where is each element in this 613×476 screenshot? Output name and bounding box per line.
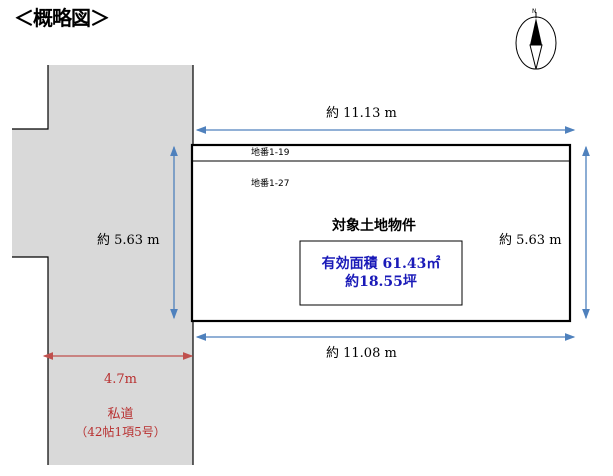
road-name: 私道 [107, 407, 134, 422]
top-width-label: 約 11.13 m [326, 106, 397, 121]
area-box [299, 240, 463, 306]
road-designation: （42帖1項5号） [75, 425, 166, 439]
private-road [12, 65, 194, 465]
lot-number-1-19: 地番1-19 [251, 148, 290, 158]
compass-north-label: N [532, 8, 537, 15]
area-tsubo: 約18.55坪 [345, 274, 417, 290]
page-title: ＜概略図＞ [14, 6, 110, 30]
compass-icon [515, 12, 557, 70]
right-depth-label: 約 5.63 m [499, 233, 562, 248]
left-depth-label: 約 5.63 m [97, 233, 160, 248]
property-label: 対象土地物件 [332, 218, 416, 234]
bottom-width-label: 約 11.08 m [326, 346, 397, 361]
effective-area: 有効面積 61.43㎡ [321, 256, 441, 272]
lot-number-1-27: 地番1-27 [251, 179, 290, 189]
road-width-label: 4.7m [103, 372, 137, 387]
